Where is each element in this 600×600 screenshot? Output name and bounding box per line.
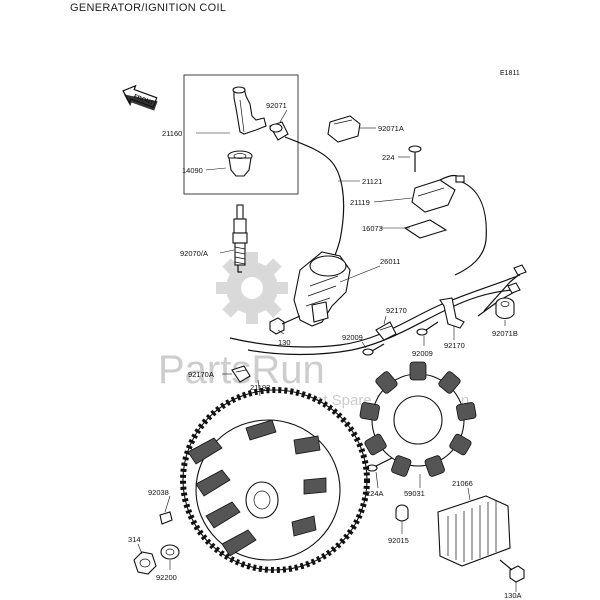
callout-21160: 21160 (162, 129, 182, 138)
callout-92070a: 92070/A (180, 249, 208, 258)
screw-92009-left (362, 343, 385, 356)
callout-130a: 130A (504, 591, 522, 600)
callout-92038: 92038 (148, 488, 169, 497)
callout-21121: 21121 (362, 177, 382, 186)
spark-plug-group-box (183, 74, 299, 195)
plug-seal (269, 121, 289, 141)
callout-224: 224 (382, 153, 395, 162)
callout-92200: 92200 (156, 573, 177, 582)
callout-16073: 16073 (362, 224, 383, 233)
damper-pad (403, 219, 448, 239)
callout-21193: 21193 (250, 383, 270, 392)
page-title: GENERATOR/IGNITION COIL (70, 2, 227, 14)
callout-92071b: 92071B (492, 329, 518, 338)
callout-92071a: 92071A (378, 124, 404, 133)
clamp-92170 (375, 321, 397, 341)
clamp-92170a (231, 365, 251, 383)
rubber-cap (327, 115, 361, 143)
woodruff-key (159, 511, 173, 525)
callout-224a: 224A (366, 489, 384, 498)
callout-92009-left: 92009 (342, 333, 363, 342)
plug-cap (232, 86, 267, 135)
coil-bolt (269, 315, 301, 335)
callout-26011: 26011 (380, 257, 400, 266)
callout-92015: 92015 (388, 536, 409, 545)
regulator-rectifier (437, 495, 511, 567)
callout-92170-top: 92170 (386, 306, 407, 315)
washer (160, 544, 180, 560)
plug-boot (227, 150, 253, 177)
callout-14090: 14090 (182, 166, 203, 175)
ht-lead (284, 136, 345, 269)
clamp-92170-right (439, 297, 465, 329)
diagram-id: E1811 (500, 70, 520, 77)
screw-224a (366, 457, 393, 472)
callout-314: 314 (128, 535, 141, 544)
flywheel (180, 387, 370, 573)
ignitor-unit (411, 174, 487, 276)
callout-92170a: 92170A (188, 370, 214, 379)
screw-92009-right (416, 321, 439, 336)
stator (359, 361, 477, 477)
regulator-bolt (499, 559, 525, 583)
screw-224 (408, 145, 422, 172)
ignition-coil (293, 251, 351, 327)
leader-lines (137, 109, 517, 592)
gear-icon (216, 252, 288, 324)
front-arrow: FRONT (122, 84, 158, 111)
callout-21066: 21066 (452, 479, 473, 488)
callout-130: 130 (278, 338, 291, 347)
callout-21119: 21119 (350, 198, 370, 207)
grommet (495, 297, 515, 320)
callout-92170-right: 92170 (444, 341, 465, 350)
spark-plug (232, 204, 248, 273)
callout-labels: 92071 21160 14090 92071A 224 21121 21119… (128, 101, 522, 600)
callout-59031: 59031 (404, 489, 425, 498)
callout-92071: 92071 (266, 101, 287, 110)
callout-92009-right: 92009 (412, 349, 433, 358)
collar (395, 504, 409, 522)
flywheel-nut (133, 551, 157, 575)
